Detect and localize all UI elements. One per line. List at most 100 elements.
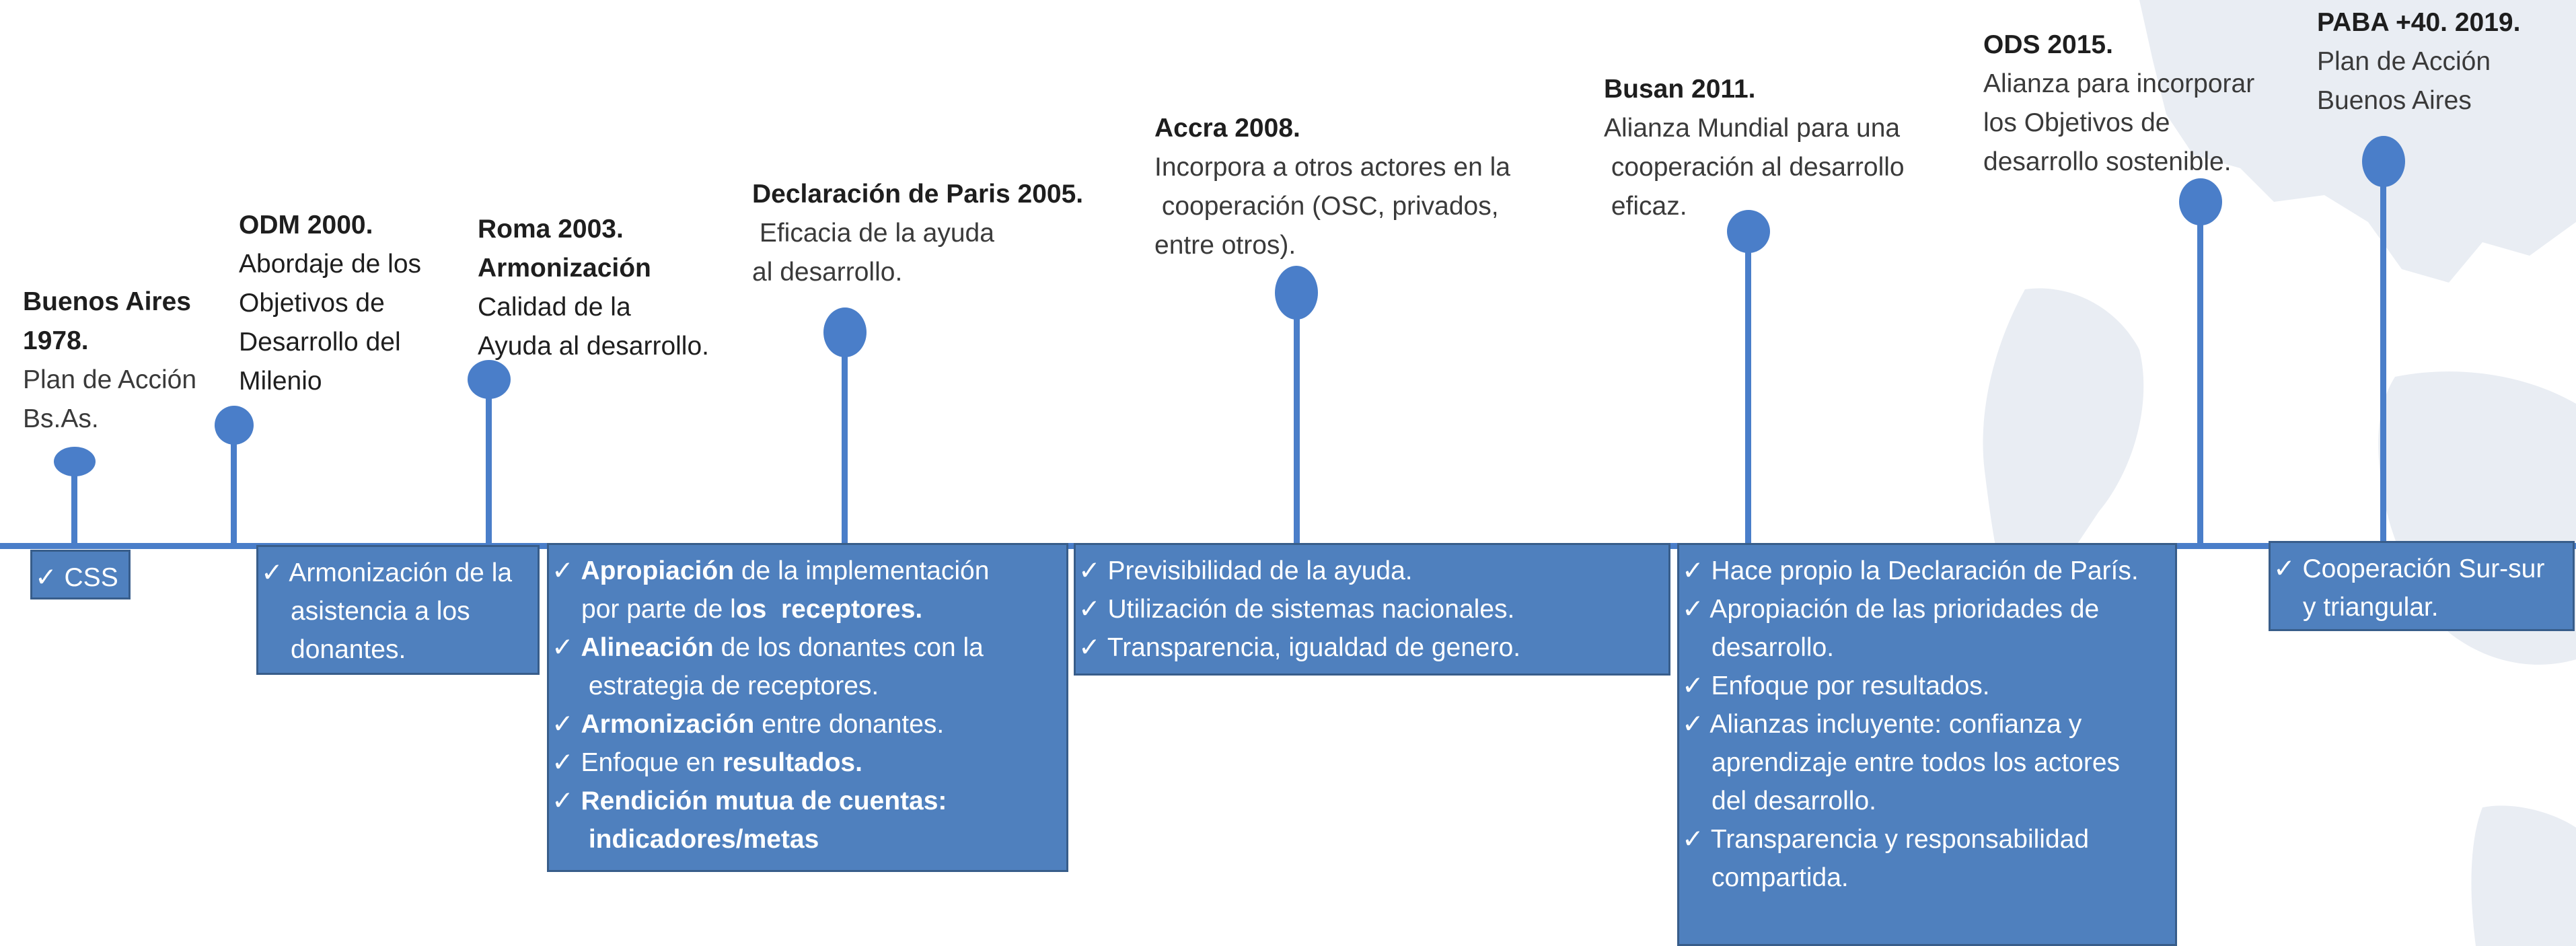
bullet-item: ✓ Apropiación de las prioridades de: [1682, 590, 2171, 628]
bullet-text: entre donantes.: [754, 710, 945, 739]
bullet-text: Alianzas incluyente: confianza y: [1709, 710, 2082, 739]
bullet-text: Apropiación de las prioridades de: [1709, 595, 2100, 624]
bullet-text: de la implementación: [734, 556, 990, 585]
bullet-item: ✓ Utilización de sistemas nacionales.: [1078, 590, 1664, 628]
milestone-description: Alianza para incorporar los Objetivos de…: [1983, 69, 2255, 176]
milestone-ba1978-label: Buenos Aires 1978. Plan de Acción Bs.As.: [23, 283, 196, 439]
box-armonizacion: ✓ Armonización de la asistencia a los dona…: [256, 545, 540, 675]
bullet-item: ✓ Armonización de la: [261, 554, 533, 592]
bullet-text: de los donantes con la: [713, 633, 984, 662]
bullet-item: ✓ Enfoque por resultados.: [1682, 667, 2171, 705]
milestone-title: PABA +40. 2019.: [2317, 8, 2521, 37]
bullet-continuation: donantes.: [261, 630, 533, 669]
check-mark-icon: ✓: [552, 710, 581, 739]
bullet-continuation: desarrollo.: [1682, 628, 2171, 667]
milestone-description: Eficacia de la ayuda al desarrollo.: [752, 219, 994, 287]
box-busan: ✓ Hace propio la Declaración de París.✓ …: [1677, 543, 2177, 946]
check-mark-icon: ✓: [1682, 825, 1711, 854]
bullet-continuation: compartida.: [1682, 859, 2171, 897]
bullet-item: ✓ Transparencia, igualdad de genero.: [1078, 628, 1664, 667]
check-mark-icon: ✓: [552, 633, 581, 662]
check-mark-icon: ✓: [1682, 595, 1710, 624]
milestone-description: Incorpora a otros actores en la cooperac…: [1154, 153, 1510, 260]
bullet-text: Utilización de sistemas nacionales.: [1107, 595, 1515, 624]
bullet-continuation: estrategia de receptores.: [552, 667, 1062, 705]
milestone-ods2015-marker: [2179, 178, 2222, 546]
bullet-text: Transparencia, igualdad de genero.: [1107, 633, 1521, 662]
check-mark-icon: ✓: [552, 748, 581, 777]
milestone-description: Abordaje de los Objetivos de Desarrollo …: [239, 250, 422, 396]
check-mark-icon: ✓: [2273, 554, 2303, 583]
milestone-busan2011-label: Busan 2011. Alianza Mundial para una coo…: [1604, 70, 1905, 226]
bullet-item: ✓ Armonización entre donantes.: [552, 705, 1062, 743]
box-css: ✓ CSS: [30, 550, 131, 599]
bullet-continuation: indicadores/metas: [552, 820, 1062, 859]
bullet-continuation: aprendizaje entre todos los actores: [1682, 743, 2171, 782]
check-mark-icon: ✓: [35, 563, 65, 592]
bullet-item: ✓ Enfoque en resultados.: [552, 743, 1062, 782]
milestone-title: Buenos Aires 1978.: [23, 287, 191, 355]
milestone-paris2005-marker: [823, 307, 867, 546]
milestone-paba2019-label: PABA +40. 2019. Plan de Acción Buenos Ai…: [2317, 3, 2520, 120]
bullet-item: ✓ Cooperación Sur-sur: [2273, 550, 2569, 588]
milestone-description: Plan de Acción Bs.As.: [23, 365, 197, 433]
bullet-item: ✓ Alianzas incluyente: confianza y: [1682, 705, 2171, 743]
milestone-accra2008-marker: [1275, 266, 1318, 546]
box-accra: ✓ Previsibilidad de la ayuda.✓ Utilizaci…: [1074, 543, 1670, 676]
milestone-description: Plan de Acción Buenos Aires: [2317, 47, 2491, 115]
milestone-title: Busan 2011.: [1604, 75, 1756, 104]
milestone-description: Calidad de la Ayuda al desarrollo.: [478, 293, 709, 361]
bullet-text: Apropiación: [581, 556, 735, 585]
milestone-title: ODM 2000.: [239, 211, 373, 240]
check-mark-icon: ✓: [1078, 633, 1107, 662]
bullet-text: Transparencia y responsabilidad: [1710, 825, 2090, 854]
bullet-text: Enfoque por resultados.: [1711, 671, 1990, 700]
milestone-paris2005-label: Declaración de Paris 2005. Eficacia de l…: [752, 175, 1083, 292]
box-paris-principles: ✓ Apropiación de la implementación por pa…: [547, 543, 1068, 872]
milestone-ods2015-label: ODS 2015. Alianza para incorporar los Ob…: [1983, 26, 2254, 182]
bullet-continuation: del desarrollo.: [1682, 782, 2171, 820]
milestone-title: Roma 2003. Armonización: [478, 215, 651, 283]
bullet-text: por parte de l: [581, 595, 736, 624]
bullet-item: ✓ Previsibilidad de la ayuda.: [1078, 552, 1664, 590]
bullet-text: Armonización: [581, 710, 755, 739]
check-mark-icon: ✓: [552, 787, 581, 815]
bullet-text: estrategia de receptores.: [581, 671, 879, 700]
bullet-text: resultados.: [722, 748, 862, 777]
bullet-text: Hace propio la Declaración de París.: [1711, 556, 2139, 585]
bullet-item: ✓ CSS: [35, 558, 124, 597]
bullet-text: Cooperación Sur-sur: [2302, 554, 2545, 583]
check-mark-icon: ✓: [261, 558, 289, 587]
box-sur-sur: ✓ Cooperación Sur-sur y triangular.: [2269, 541, 2575, 631]
check-mark-icon: ✓: [1078, 556, 1108, 585]
bullet-text: os receptores.: [735, 595, 923, 624]
milestone-ba1978-marker: [54, 447, 96, 546]
milestone-accra2008-label: Accra 2008. Incorpora a otros actores en…: [1154, 109, 1510, 265]
milestone-paba2019-marker: [2362, 136, 2405, 546]
bullet-text: desarrollo.: [1712, 633, 1835, 662]
milestone-odm2000-label: ODM 2000. Abordaje de los Objetivos de D…: [239, 206, 421, 401]
milestone-busan2011-marker: [1727, 210, 1770, 546]
bullet-item: ✓ Hace propio la Declaración de París.: [1682, 552, 2171, 590]
bullet-item: ✓ Alineación de los donantes con la: [552, 628, 1062, 667]
check-mark-icon: ✓: [1682, 556, 1712, 585]
bullet-text: Previsibilidad de la ayuda.: [1107, 556, 1413, 585]
bullet-text: asistencia a los: [291, 597, 470, 626]
milestone-roma2003-label: Roma 2003. Armonización Calidad de la Ay…: [478, 210, 709, 366]
check-mark-icon: ✓: [1682, 671, 1712, 700]
bullet-text: y triangular.: [2303, 593, 2439, 622]
bullet-text: CSS: [64, 563, 118, 592]
milestone-title: ODS 2015.: [1983, 30, 2113, 59]
bullet-continuation: asistencia a los: [261, 592, 533, 630]
check-mark-icon: ✓: [552, 556, 581, 585]
bullet-text: Rendición mutua de cuentas:: [581, 787, 947, 815]
bullet-item: ✓ Transparencia y responsabilidad: [1682, 820, 2171, 859]
bullet-text: indicadores/metas: [581, 825, 819, 854]
bullet-text: Alineación: [581, 633, 714, 662]
bullet-text: compartida.: [1712, 863, 1849, 892]
bullet-continuation: y triangular.: [2273, 588, 2569, 626]
milestone-odm2000-marker: [215, 406, 254, 546]
bullet-continuation: por parte de los receptores.: [552, 590, 1062, 628]
check-mark-icon: ✓: [1078, 595, 1108, 624]
bullet-text: aprendizaje entre todos los actores: [1712, 748, 2121, 777]
